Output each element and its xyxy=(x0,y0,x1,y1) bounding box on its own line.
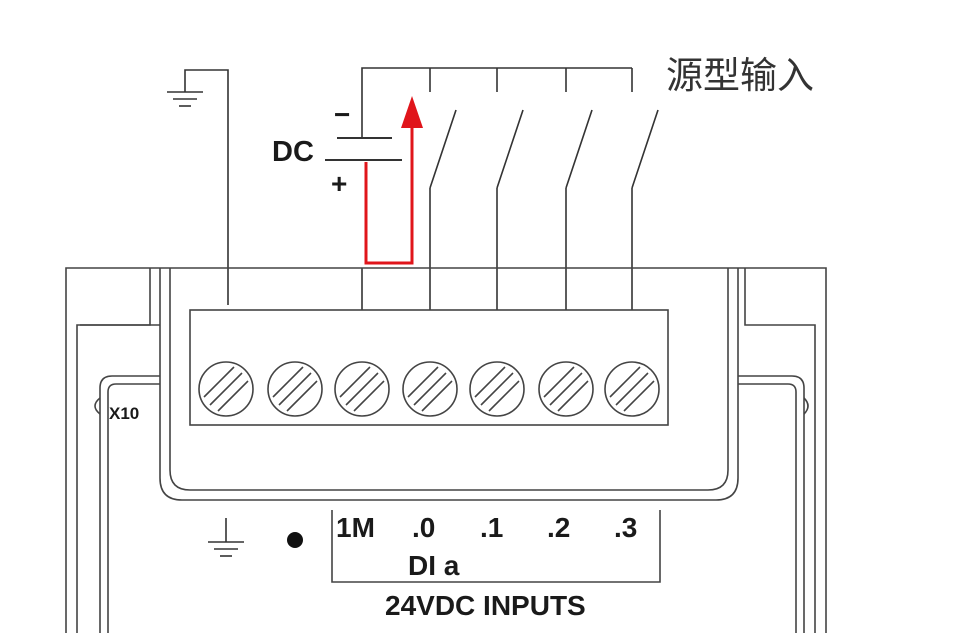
screw-terminal xyxy=(198,361,254,417)
screw-terminals xyxy=(198,361,660,417)
module-label: 24VDC INPUTS xyxy=(385,590,586,621)
diagram-title: 源型输入 xyxy=(666,54,814,97)
switch-2 xyxy=(565,109,593,189)
current-flow-arrow xyxy=(364,96,423,265)
ground-dot xyxy=(287,532,303,548)
minus-sign: − xyxy=(334,99,350,130)
common-bus xyxy=(361,67,632,138)
ground-symbol-bottom xyxy=(208,518,244,557)
ground-symbol-top xyxy=(167,91,203,107)
screw-terminal xyxy=(334,361,390,417)
screw-terminal xyxy=(267,361,323,417)
connector-label: X10 xyxy=(109,404,139,423)
terminal-label-3: .3 xyxy=(614,512,637,543)
ground-wire xyxy=(184,69,229,305)
screw-terminal xyxy=(538,361,594,417)
screw-terminal xyxy=(604,361,660,417)
terminal-label-1: .1 xyxy=(480,512,503,543)
terminal-label-1m: 1M xyxy=(336,512,375,543)
switch-1 xyxy=(496,109,524,189)
screw-terminal xyxy=(469,361,525,417)
external-wiring xyxy=(167,67,659,310)
switch-0 xyxy=(429,109,457,189)
terminal-label-2: .2 xyxy=(547,512,570,543)
dc-label: DC xyxy=(272,136,314,168)
x10-tab: X10 xyxy=(94,397,139,423)
plus-sign: + xyxy=(331,168,347,199)
switch-3 xyxy=(631,109,659,189)
group-label: DI a xyxy=(408,550,460,581)
terminal-label-0: .0 xyxy=(412,512,435,543)
screw-terminal xyxy=(402,361,458,417)
